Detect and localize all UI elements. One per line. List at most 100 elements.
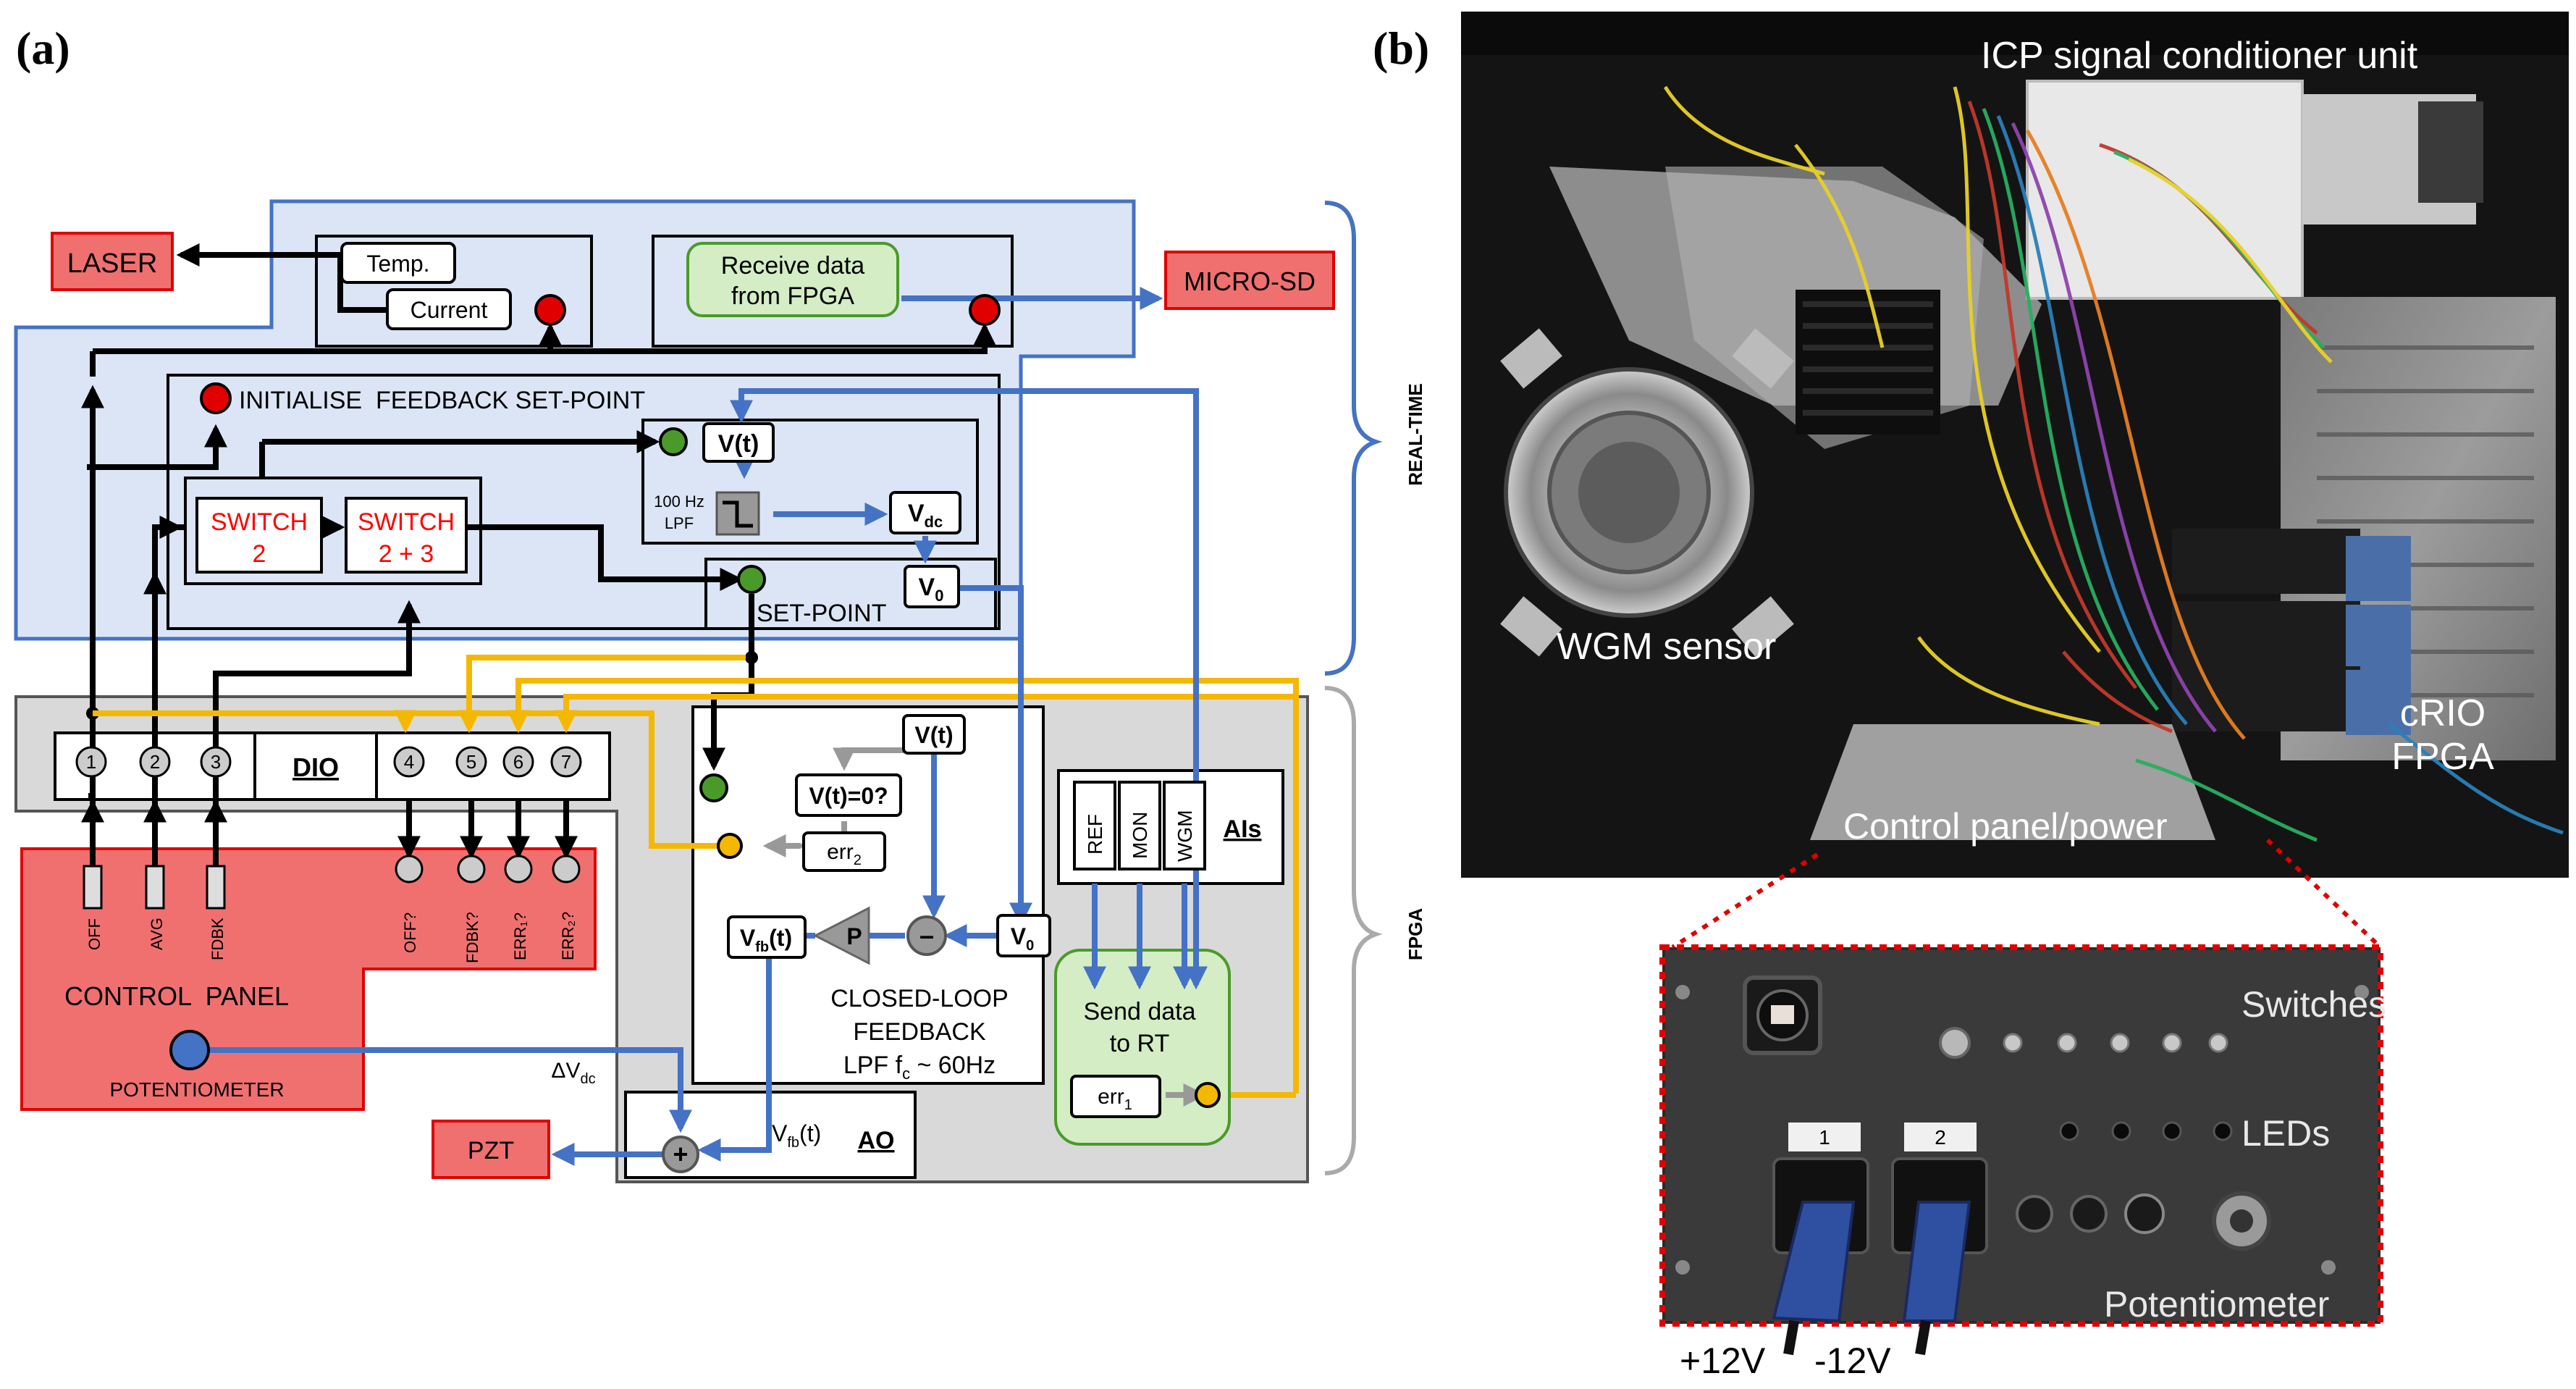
panel-b: (b) bbox=[1373, 12, 2569, 1381]
switch-avg bbox=[145, 865, 165, 910]
potentiometer-knob bbox=[169, 1030, 210, 1070]
current-label: Current bbox=[411, 297, 488, 323]
plus-label: + bbox=[673, 1139, 688, 1169]
real-time-label: REAL-TIME bbox=[1405, 383, 1426, 486]
crio-line1: cRIO bbox=[2400, 692, 2485, 734]
wgm-box bbox=[1163, 781, 1206, 870]
control-panel-label: CONTROL PANEL bbox=[64, 981, 289, 1011]
out-label-off: OFF? bbox=[401, 912, 419, 953]
in-label-avg: AVG bbox=[148, 918, 166, 950]
vt-zero-box bbox=[795, 773, 902, 817]
err1-label: err1 bbox=[1098, 1085, 1132, 1113]
init-setpoint-box bbox=[167, 374, 1001, 630]
microsd-control-box bbox=[652, 235, 1014, 348]
control-power-label: Control panel/power bbox=[1843, 806, 2168, 847]
dio-3: 3 bbox=[211, 751, 221, 773]
toggle-switches bbox=[2003, 1033, 2228, 1053]
init-led bbox=[200, 382, 232, 414]
leds-label: LEDs bbox=[2242, 1113, 2330, 1154]
fpga-brace bbox=[1324, 686, 1383, 1175]
lpf100-line2: LPF bbox=[665, 514, 694, 532]
setpoint-green-led bbox=[737, 565, 766, 594]
lpf100-line1: 100 Hz bbox=[654, 492, 704, 511]
in-label-fdbk: FDBK bbox=[209, 918, 227, 960]
led-off bbox=[395, 855, 424, 884]
potentiometer-photo-label: Potentiometer bbox=[2104, 1284, 2329, 1325]
panel-b-letter: (b) bbox=[1373, 22, 1429, 74]
in-label-off: OFF bbox=[85, 918, 104, 950]
wgm-sensor-label: WGM sensor bbox=[1557, 626, 1776, 668]
laser-control-box bbox=[315, 235, 593, 348]
ref-label: REF bbox=[1084, 814, 1106, 855]
micro-sd-box bbox=[1164, 251, 1335, 310]
v0b-box bbox=[996, 914, 1051, 957]
vt2-label: V(t) bbox=[914, 722, 953, 748]
p-gain-triangle bbox=[812, 906, 870, 965]
pzt-box bbox=[432, 1120, 550, 1179]
vt-label: V(t) bbox=[718, 430, 759, 458]
laser-box bbox=[51, 232, 174, 291]
dio-2: 2 bbox=[150, 751, 160, 773]
vdc-box bbox=[889, 491, 961, 534]
vt-zero-label: V(t)=0? bbox=[809, 783, 888, 809]
closed-loop-line2: FEEDBACK bbox=[853, 1018, 986, 1046]
real-time-brace bbox=[1324, 201, 1383, 676]
delta-vdc-label: ΔVdc bbox=[551, 1059, 595, 1087]
vfb-label: Vfb(t) bbox=[740, 925, 792, 955]
vfb-box bbox=[727, 915, 807, 959]
out-label-err1: ERR₁? bbox=[511, 912, 529, 960]
switch2-box bbox=[345, 497, 468, 574]
ao-label: AO bbox=[858, 1127, 895, 1154]
err2-box bbox=[802, 831, 886, 872]
wgm-label: WGM bbox=[1174, 810, 1196, 862]
micro-sd-label: MICRO-SD bbox=[1184, 267, 1316, 296]
panel-a-letter: (a) bbox=[16, 22, 70, 74]
switch1-box bbox=[195, 497, 323, 574]
setpoint-box bbox=[704, 558, 997, 630]
icp-label: ICP signal conditioner unit bbox=[1981, 35, 2418, 77]
closed-loop-line1: CLOSED-LOOP bbox=[830, 985, 1009, 1012]
v0-label: V0 bbox=[919, 574, 944, 605]
microsd-led bbox=[969, 294, 1001, 326]
vfbt-label: Vfb(t) bbox=[772, 1120, 821, 1151]
vt-green-led bbox=[659, 427, 688, 456]
out-label-err2: ERR₂? bbox=[559, 912, 577, 960]
current-box bbox=[386, 288, 512, 330]
closed-loop-box bbox=[691, 705, 1045, 1085]
led-fdbk bbox=[457, 855, 486, 884]
pzt-label: PZT bbox=[468, 1137, 514, 1165]
connector1-label: 1 bbox=[1819, 1126, 1830, 1149]
ref-box bbox=[1073, 781, 1116, 870]
connector2-label: 2 bbox=[1935, 1126, 1946, 1149]
err2-led bbox=[717, 833, 743, 859]
err2-label: err2 bbox=[827, 840, 862, 868]
laser-led bbox=[534, 294, 566, 326]
dio-4: 4 bbox=[404, 751, 414, 773]
icp-unit bbox=[2026, 80, 2304, 300]
photo-wires bbox=[1663, 85, 2564, 842]
zoom-line-left bbox=[1671, 852, 1819, 949]
switch-off bbox=[83, 865, 103, 910]
switch1-line2: 2 bbox=[253, 540, 266, 568]
potentiometer-label: POTENTIOMETER bbox=[109, 1078, 284, 1101]
closed-loop-line3: LPF fc ~ 60Hz bbox=[843, 1052, 996, 1083]
switch2-line2: 2 + 3 bbox=[379, 540, 434, 568]
closed-loop-green-led bbox=[699, 773, 728, 802]
dio-5: 5 bbox=[466, 751, 476, 773]
led-err1 bbox=[504, 855, 533, 884]
switch2-line1: SWITCH bbox=[358, 508, 455, 536]
fpga-side-label: FPGA bbox=[1405, 908, 1426, 960]
yellow-wires bbox=[93, 655, 1299, 1098]
plus-junction bbox=[662, 1136, 699, 1173]
switch-group-box bbox=[184, 477, 482, 585]
err1-box bbox=[1070, 1075, 1161, 1118]
switch1-line1: SWITCH bbox=[211, 508, 308, 536]
vt2-box bbox=[902, 714, 966, 755]
out-label-fdbk: FDBK? bbox=[463, 912, 481, 963]
p-label: P bbox=[846, 923, 862, 949]
switches-label: Switches bbox=[2242, 984, 2386, 1025]
control-panel-region bbox=[20, 847, 597, 1111]
vt-box bbox=[702, 422, 775, 463]
led-row bbox=[2059, 1121, 2233, 1141]
